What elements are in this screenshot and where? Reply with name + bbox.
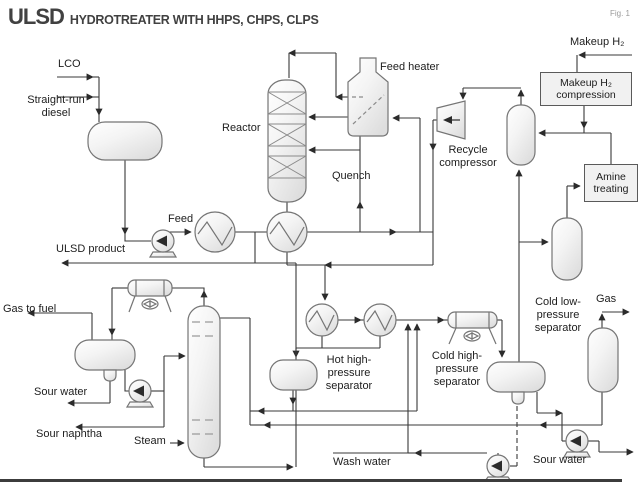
amine-contactor-vessel: [551, 217, 583, 281]
cold-low-pressure-separator-drum: [587, 327, 619, 393]
effluent-exchanger-3: [305, 303, 339, 337]
sour-water-pump: [562, 429, 592, 458]
makeup-h2-compression-unit: Makeup H₂ compression: [540, 72, 632, 106]
image-bottom-edge: [0, 479, 622, 482]
feed-pump: [148, 229, 178, 258]
title-acronym: ULSD: [8, 4, 65, 29]
recycle-compressor: [436, 100, 466, 140]
feed-surge-drum: [87, 121, 163, 161]
label-gas-to-fuel: Gas to fuel: [3, 303, 57, 315]
figure-reference: Fig. 1: [610, 9, 631, 18]
effluent-exchanger-4: [363, 303, 397, 337]
label-cold-low-pressure-separator: Cold low- pressure separator: [534, 296, 582, 334]
stripper-reflux-drum: [74, 339, 136, 382]
amine-treating-unit: Amine treating: [584, 164, 638, 202]
label-sour-water-right: Sour water: [533, 454, 587, 466]
label-lco: LCO: [58, 58, 81, 70]
label-steam: Steam: [134, 435, 166, 447]
label-wash-water: Wash water: [333, 456, 391, 468]
hydrotreating-reactor: [267, 79, 307, 203]
label-recycle-compressor: Recycle compressor: [439, 144, 497, 169]
process-lines: [27, 49, 634, 471]
overhead-air-cooler: [127, 279, 173, 313]
cold-high-pressure-separator-drum: [486, 361, 546, 405]
hot-high-pressure-separator-drum: [269, 359, 318, 391]
label-feed-heater: Feed heater: [380, 61, 440, 73]
reflux-pump: [125, 379, 155, 408]
product-stripper-column: [187, 305, 221, 459]
label-ulsd-product: ULSD product: [56, 243, 126, 255]
label-straight-run-diesel: Straight-run diesel: [27, 94, 85, 119]
effluent-air-cooler: [447, 311, 498, 345]
wash-water-pump: [483, 454, 513, 482]
feed-effluent-exchanger-2: [266, 211, 308, 253]
recycle-knockout-drum: [506, 104, 536, 166]
label-sour-water-left: Sour water: [34, 386, 88, 398]
feed-heater: [347, 57, 389, 137]
label-reactor: Reactor: [222, 122, 261, 134]
label-sour-naphtha: Sour naphtha: [36, 428, 103, 440]
label-feed: Feed: [168, 213, 194, 225]
title-text: HYDROTREATER WITH HHPS, CHPS, CLPS: [69, 13, 319, 27]
label-gas: Gas: [596, 293, 617, 305]
label-cold-high-pressure-separator: Cold high- pressure separator: [431, 350, 483, 388]
feed-effluent-exchanger-1: [194, 211, 236, 253]
label-makeup-h2: Makeup H₂: [570, 36, 625, 48]
label-quench: Quench: [332, 170, 371, 182]
diagram-title: ULSD HYDROTREATER WITH HHPS, CHPS, CLPS: [8, 4, 319, 30]
label-hot-high-pressure-separator: Hot high- pressure separator: [325, 354, 373, 392]
